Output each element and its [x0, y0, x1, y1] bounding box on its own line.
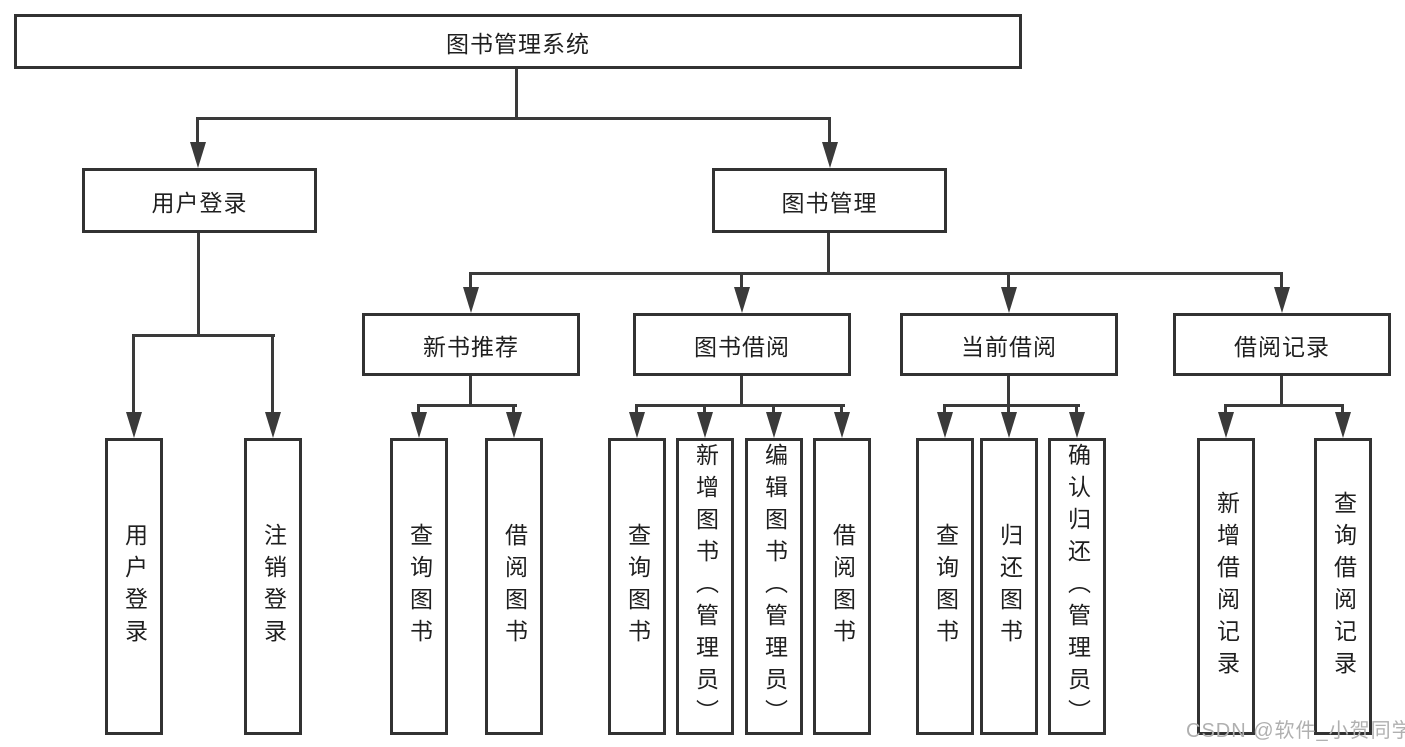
arrow-down-icon — [1218, 412, 1234, 438]
leaf-borrow-books-recommend: 借阅图书 — [485, 438, 543, 735]
leaf-logout-label: 注销登录 — [260, 522, 287, 651]
arrow-down-icon — [411, 412, 427, 438]
node-root-label: 图书管理系统 — [446, 30, 590, 57]
leaf-query-books-current: 查询图书 — [916, 438, 974, 735]
arrow-down-icon — [766, 412, 782, 438]
connector-line — [703, 404, 706, 416]
leaf-query-books-current-label: 查询图书 — [932, 522, 959, 651]
node-borrow-records-label: 借阅记录 — [1234, 333, 1330, 360]
leaf-confirm-return-admin: 确认归还（管理员） — [1048, 438, 1106, 735]
leaf-return-book-label: 归还图书 — [996, 522, 1023, 651]
leaf-query-books-borrow: 查询图书 — [608, 438, 666, 735]
arrow-down-icon — [937, 412, 953, 438]
connector-line — [943, 404, 946, 416]
connector-line — [827, 233, 830, 275]
connector-line — [1224, 404, 1227, 416]
node-new-book-recommend: 新书推荐 — [362, 313, 580, 376]
leaf-borrow-books-recommend-label: 借阅图书 — [501, 522, 528, 651]
connector-line — [197, 117, 831, 120]
connector-line — [772, 404, 775, 416]
connector-line — [196, 117, 199, 144]
leaf-query-borrow-record-label: 查询借阅记录 — [1330, 490, 1357, 683]
arrow-down-icon — [1001, 287, 1017, 313]
node-root: 图书管理系统 — [14, 14, 1022, 69]
node-book-borrow: 图书借阅 — [633, 313, 851, 376]
leaf-add-borrow-record: 新增借阅记录 — [1197, 438, 1255, 735]
arrow-down-icon — [1001, 412, 1017, 438]
connector-line — [417, 404, 420, 416]
node-new-book-recommend-label: 新书推荐 — [423, 333, 519, 360]
node-current-borrow: 当前借阅 — [900, 313, 1118, 376]
leaf-query-books-borrow-label: 查询图书 — [624, 522, 651, 651]
connector-line — [635, 404, 638, 416]
leaf-borrow-books: 借阅图书 — [813, 438, 871, 735]
connector-line — [1075, 404, 1078, 416]
node-book-mgmt-label: 图书管理 — [781, 189, 878, 216]
arrow-down-icon — [506, 412, 522, 438]
connector-line — [740, 376, 743, 407]
arrow-down-icon — [126, 412, 142, 438]
leaf-edit-book-admin-label: 编辑图书（管理员） — [761, 442, 788, 731]
leaf-query-borrow-record: 查询借阅记录 — [1314, 438, 1372, 735]
connector-line — [635, 404, 845, 407]
arrow-down-icon — [822, 142, 838, 168]
node-user-login-label: 用户登录 — [151, 189, 248, 216]
watermark: CSDN @软件_小贺同学 — [1186, 720, 1405, 742]
arrow-down-icon — [265, 412, 281, 438]
leaf-user-login: 用户登录 — [105, 438, 163, 735]
arrow-down-icon — [629, 412, 645, 438]
node-user-login: 用户登录 — [82, 168, 317, 233]
leaf-edit-book-admin: 编辑图书（管理员） — [745, 438, 803, 735]
connector-line — [197, 233, 200, 337]
arrow-down-icon — [734, 287, 750, 313]
connector-line — [1007, 404, 1010, 416]
arrow-down-icon — [697, 412, 713, 438]
connector-line — [132, 334, 135, 414]
leaf-query-books-recommend-label: 查询图书 — [406, 522, 433, 651]
arrow-down-icon — [1069, 412, 1085, 438]
connector-line — [943, 404, 1080, 407]
leaf-add-book-admin: 新增图书（管理员） — [676, 438, 734, 735]
leaf-add-borrow-record-label: 新增借阅记录 — [1213, 490, 1240, 683]
arrow-down-icon — [1335, 412, 1351, 438]
connector-line — [740, 272, 743, 289]
connector-line — [469, 272, 472, 289]
arrow-down-icon — [834, 412, 850, 438]
connector-line — [512, 404, 515, 416]
arrow-down-icon — [463, 287, 479, 313]
leaf-borrow-books-label: 借阅图书 — [829, 522, 856, 651]
connector-line — [1280, 272, 1283, 289]
connector-line — [132, 334, 275, 337]
connector-line — [417, 404, 517, 407]
leaf-add-book-admin-label: 新增图书（管理员） — [692, 442, 719, 731]
arrow-down-icon — [1274, 287, 1290, 313]
leaf-logout: 注销登录 — [244, 438, 302, 735]
leaf-return-book: 归还图书 — [980, 438, 1038, 735]
connector-line — [840, 404, 843, 416]
leaf-query-books-recommend: 查询图书 — [390, 438, 448, 735]
connector-line — [1007, 272, 1010, 289]
connector-line — [1007, 376, 1010, 407]
connector-line — [469, 376, 472, 407]
node-book-mgmt: 图书管理 — [712, 168, 947, 233]
node-current-borrow-label: 当前借阅 — [961, 333, 1057, 360]
connector-line — [1224, 404, 1342, 407]
connector-line — [271, 334, 274, 414]
connector-line — [469, 272, 1283, 275]
arrow-down-icon — [190, 142, 206, 168]
connector-line — [1341, 404, 1344, 416]
connector-line — [515, 69, 518, 119]
node-borrow-records: 借阅记录 — [1173, 313, 1391, 376]
leaf-user-login-label: 用户登录 — [121, 522, 148, 651]
connector-line — [828, 117, 831, 144]
node-book-borrow-label: 图书借阅 — [694, 333, 790, 360]
leaf-confirm-return-admin-label: 确认归还（管理员） — [1064, 442, 1091, 731]
connector-line — [1280, 376, 1283, 407]
